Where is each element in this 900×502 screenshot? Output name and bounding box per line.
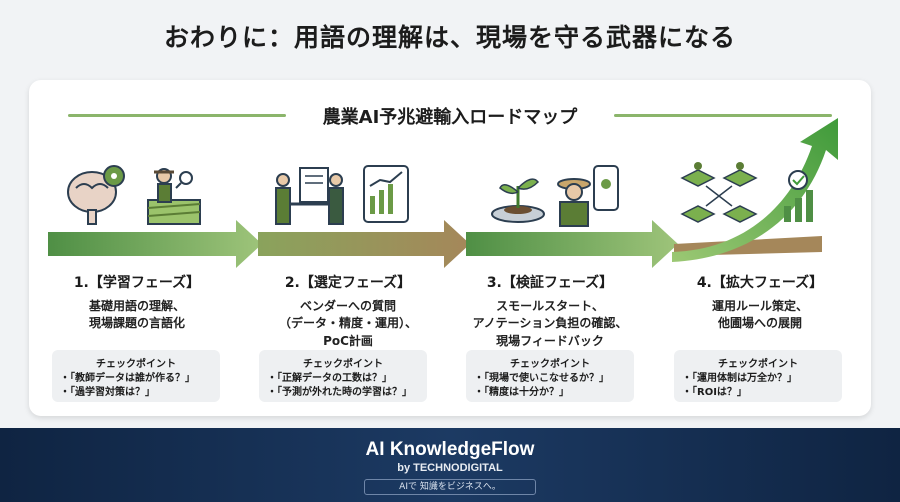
checkpoint-heading: チェックポイント <box>96 359 176 370</box>
checkpoint-item: ・「過学習対策は？」 <box>60 387 155 398</box>
growth-arrow <box>672 118 838 262</box>
handshake-contract-icon <box>275 167 344 225</box>
checkpoint-heading: チェックポイント <box>510 359 590 370</box>
checkpoint-item: ・「予測が外れた時の学習は？」 <box>267 387 412 398</box>
brand-byline: by TECHNODIGITAL <box>397 462 503 474</box>
page-title: おわりに：用語の理解は、現場を守る武器になる <box>163 23 736 52</box>
checkpoint-box-4: チェックポイント ・「運用体制は万全か？」 ・「ROIは？」 <box>674 350 842 402</box>
title-divider-right <box>614 114 832 117</box>
phase-3-desc: スモールスタート、 アノテーション負担の確認、 現場フィードバック <box>472 299 628 348</box>
phase-2-title: 2.【選定フェーズ】 <box>284 275 412 291</box>
checkpoint-heading: チェックポイント <box>718 359 798 370</box>
flow-arrow-3 <box>466 220 678 268</box>
phase-1-desc: 基礎用語の理解、 現場課題の言語化 <box>88 299 185 331</box>
checkpoint-item: ・「教師データは誰が作る？」 <box>60 373 195 384</box>
growth-chart-icon <box>784 170 813 222</box>
brain-gear-icon <box>67 165 125 225</box>
phase-2: 2.【選定フェーズ】 ベンダーへの質問 （データ・精度・運用）、 PoC計画 <box>253 272 443 350</box>
checkpoint-item: ・「現場で使いこなせるか？」 <box>474 373 609 384</box>
phase-3: 3.【検証フェーズ】 スモールスタート、 アノテーション負担の確認、 現場フィー… <box>455 272 645 350</box>
phase-4-title: 4.【拡大フェーズ】 <box>696 275 824 291</box>
phase-1: 1.【学習フェーズ】 基礎用語の理解、 現場課題の言語化 <box>42 272 232 333</box>
checkpoint-heading: チェックポイント <box>303 359 383 370</box>
checkpoint-item: ・「運用体制は万全か？」 <box>682 373 797 384</box>
brand-name: AI KnowledgeFlow <box>365 439 535 460</box>
checkpoint-item: ・「精度は十分か？」 <box>474 387 569 398</box>
sprout-icon <box>491 178 545 223</box>
phase-3-title: 3.【検証フェーズ】 <box>486 275 614 291</box>
brand-tagline: AIで 知識をビジネスへ。 <box>364 479 536 495</box>
checkpoint-item: ・「正解データの工数は？」 <box>267 373 392 384</box>
phase-4-desc: 運用ルール策定、 他圃場への展開 <box>711 299 808 331</box>
roadmap-title: 農業AI予兆避輸入ロードマップ <box>322 107 578 128</box>
checkpoint-box-3: チェックポイント ・「現場で使いこなせるか？」 ・「精度は十分か？」 <box>466 350 634 402</box>
checkpoint-box-2: チェックポイント ・「正解データの工数は？」 ・「予測が外れた時の学習は？」 <box>259 350 427 402</box>
farmer-phone-icon <box>557 165 619 227</box>
tablet-chart-icon <box>363 165 409 223</box>
phase-4: 4.【拡大フェーズ】 運用ルール策定、 他圃場への展開 <box>665 272 855 333</box>
phase-2-desc: ベンダーへの質問 （データ・精度・運用）、 PoC計画 <box>278 299 417 348</box>
flow-arrow-1 <box>48 220 262 268</box>
phase-1-title: 1.【学習フェーズ】 <box>73 275 201 291</box>
checkpoint-box-1: チェックポイント ・「教師データは誰が作る？」 ・「過学習対策は？」 <box>52 350 220 402</box>
title-divider-left <box>68 114 286 117</box>
field-network-icon <box>680 162 758 223</box>
footer-banner: AI KnowledgeFlow by TECHNODIGITAL AIで 知識… <box>0 428 900 502</box>
flow-arrow-2 <box>258 220 470 268</box>
checkpoint-item: ・「ROIは？」 <box>682 387 747 398</box>
farmer-magnifier-icon <box>147 168 201 225</box>
